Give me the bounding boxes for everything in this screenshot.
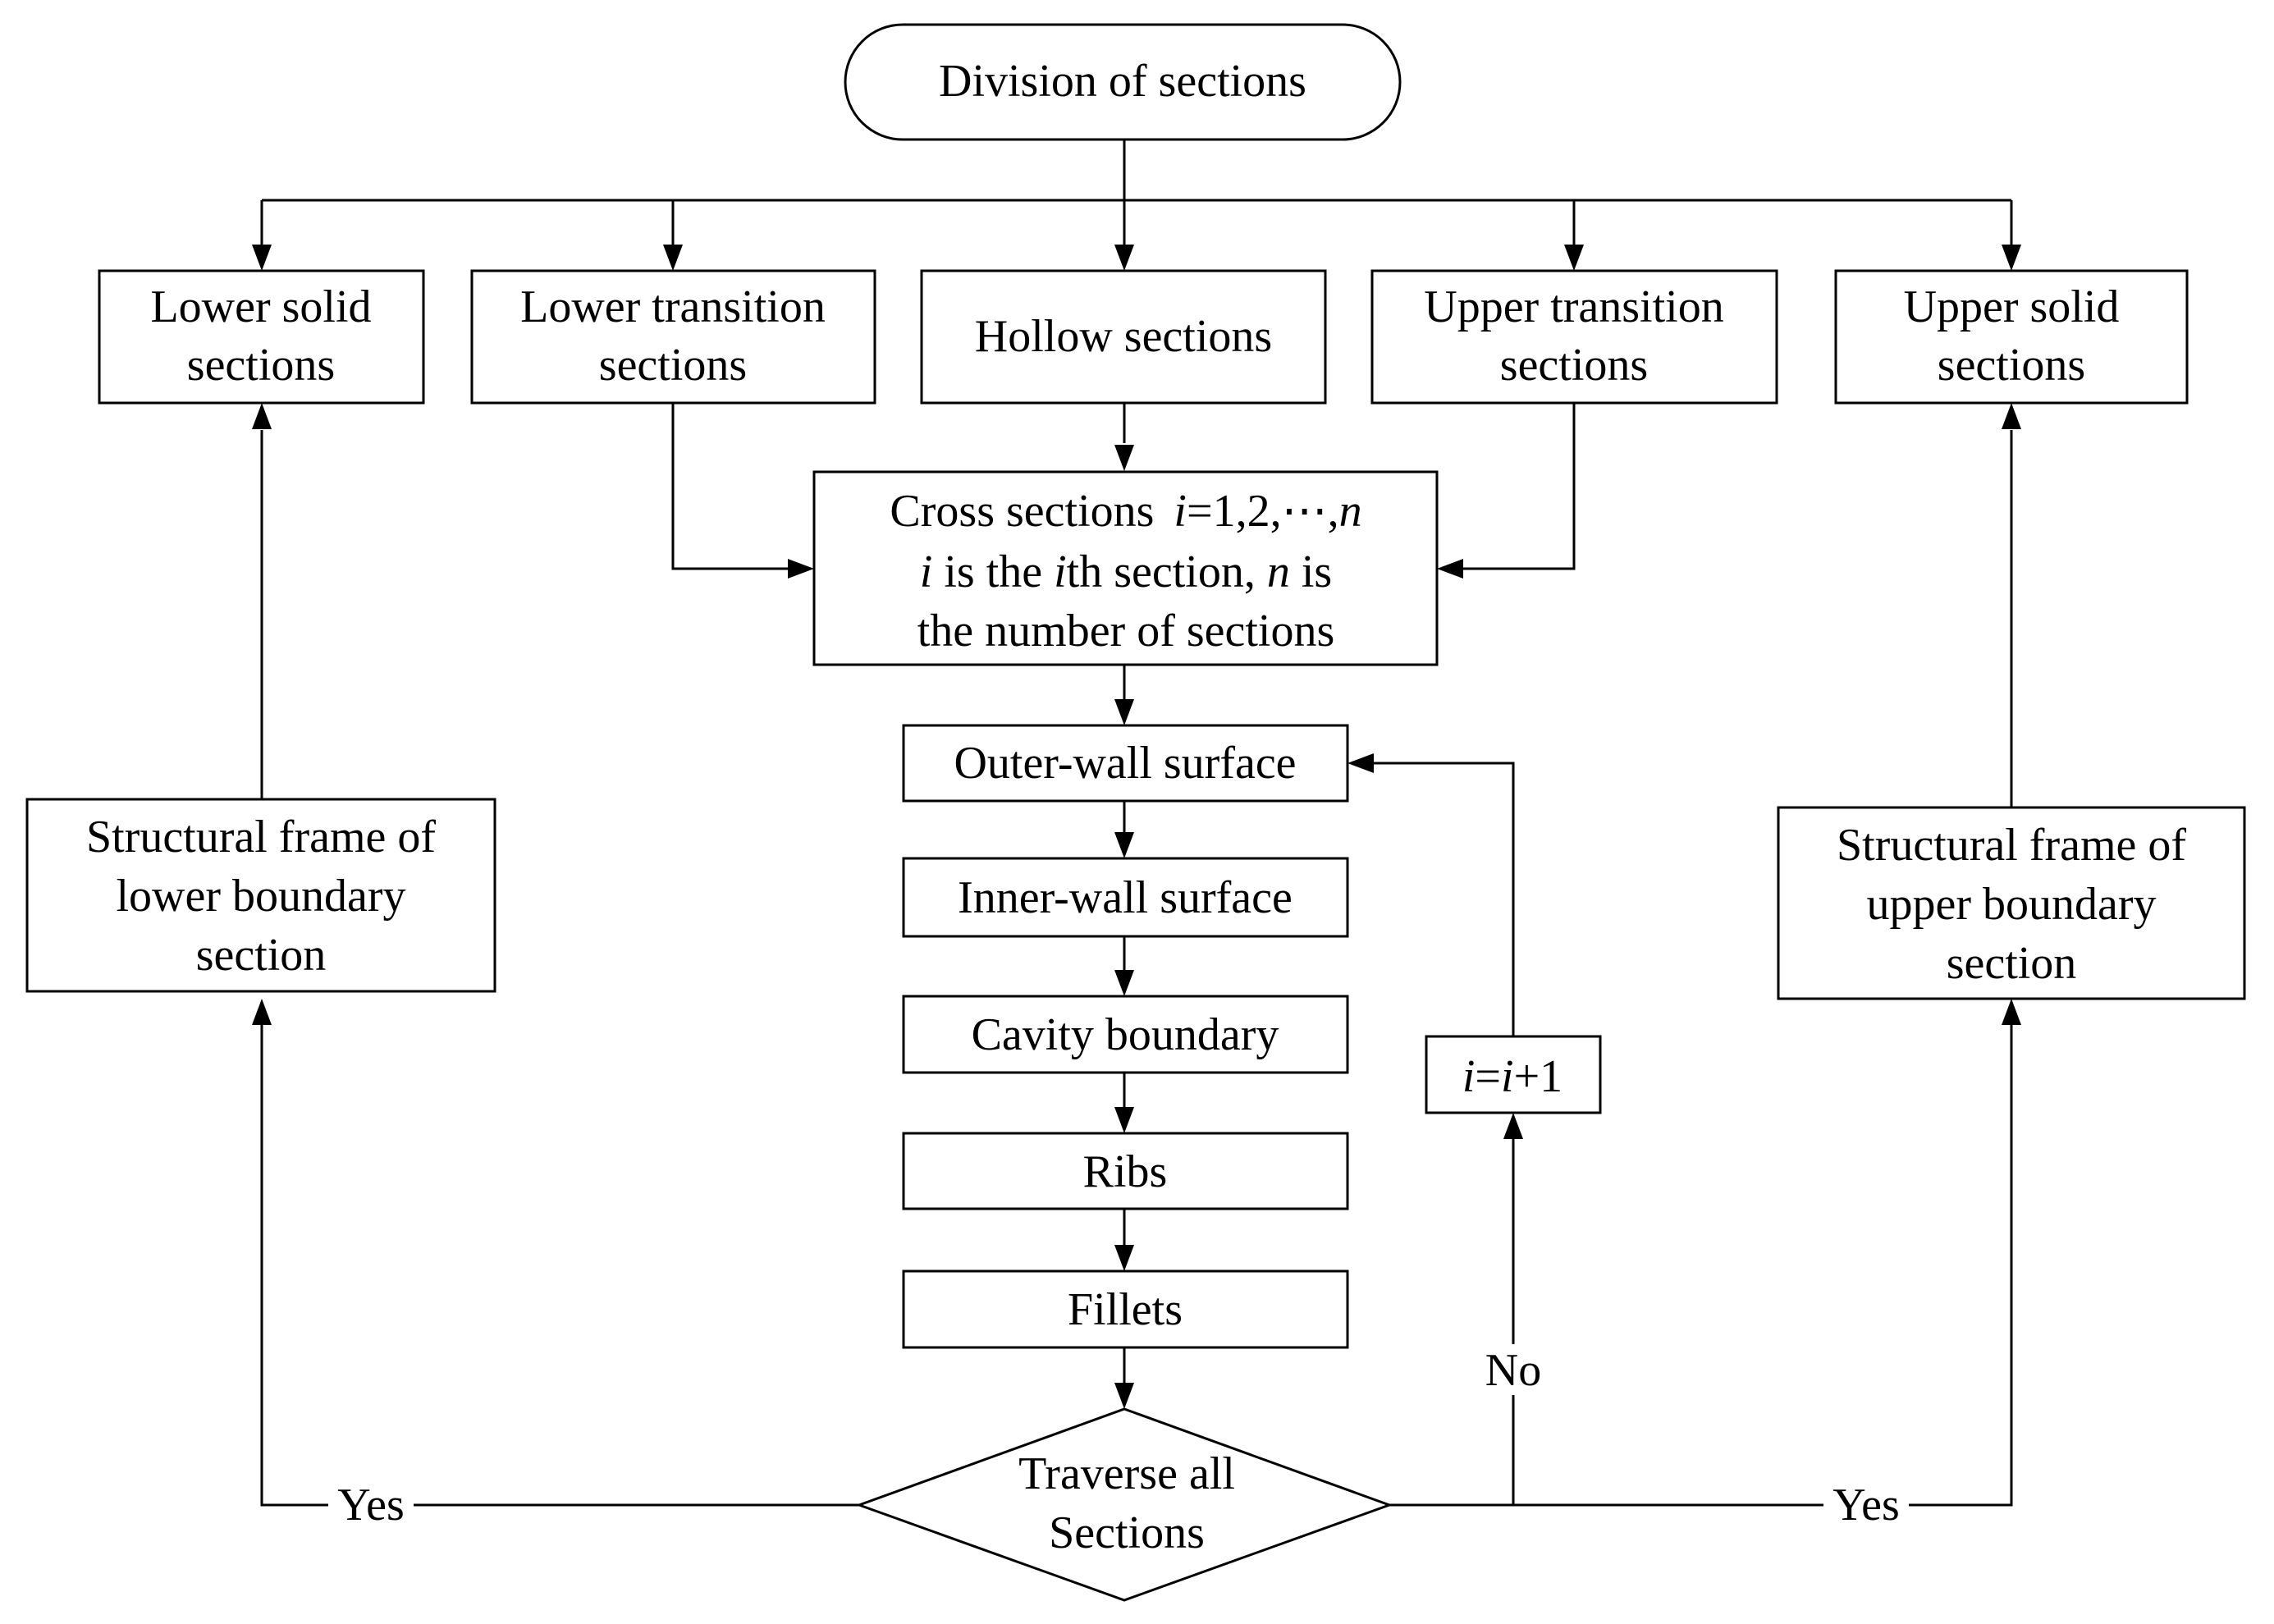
- node-label: Outer-wall surface: [954, 738, 1296, 789]
- arrowhead-cross-left: [788, 559, 814, 579]
- arrowhead-lower-solid-up: [252, 403, 272, 429]
- node-upper-solid-sections: Upper solid sections: [1834, 269, 2189, 405]
- node-fillets: Fillets: [902, 1269, 1349, 1349]
- node-label: i=i+1: [1462, 1051, 1563, 1102]
- node-label: Inner-wall surface: [958, 872, 1293, 923]
- arrowhead-upper-solid-up: [2002, 403, 2021, 429]
- node-label: Structural frame of: [86, 812, 436, 862]
- connectors: [260, 140, 2013, 1507]
- node-label: Cross sections i=1,2,⋯,n: [890, 486, 1361, 537]
- node-label: sections: [599, 340, 747, 391]
- increment-eq: =: [1475, 1051, 1501, 1102]
- node-traverse-all-sections: Traverse all Sections: [855, 1407, 1393, 1602]
- cross-line2-a: is the: [932, 547, 1054, 597]
- arrowhead-cross-right: [1437, 559, 1463, 579]
- arrowhead-cross-top: [1114, 445, 1134, 471]
- node-outer-wall-surface: Outer-wall surface: [902, 724, 1349, 803]
- arrowhead-lower-transition: [663, 245, 683, 271]
- node-upper-transition-sections: Upper transition sections: [1370, 269, 1778, 405]
- edge-yes-left: [260, 1023, 859, 1507]
- cross-line2-c: is: [1290, 547, 1332, 597]
- increment-var-b: i: [1501, 1051, 1514, 1102]
- node-label: sections: [1500, 340, 1648, 391]
- edge-label-yes-left: Yes: [328, 1480, 414, 1530]
- node-label: Lower transition: [520, 281, 826, 332]
- arrowhead-inner: [1114, 832, 1134, 858]
- cross-var-n: n: [1339, 486, 1362, 537]
- node-label: Cavity boundary: [972, 1009, 1279, 1060]
- edge-lower-transition-to-cross: [671, 403, 789, 570]
- arrowhead-upper-frame: [2002, 999, 2021, 1025]
- node-division-of-sections: Division of sections: [844, 23, 1402, 141]
- cross-line2-i: i: [920, 547, 933, 597]
- cross-line2-b: th section,: [1067, 547, 1267, 597]
- node-label: i is the ith section, n is: [920, 547, 1332, 597]
- yes-label: Yes: [1832, 1480, 1899, 1530]
- arrowhead-increment: [1503, 1113, 1523, 1139]
- edge-yes-right: [1513, 1023, 2013, 1507]
- cross-line2-n: n: [1267, 547, 1290, 597]
- node-label: Hollow sections: [975, 311, 1272, 362]
- node-hollow-sections: Hollow sections: [920, 269, 1327, 405]
- node-lower-solid-sections: Lower solid sections: [98, 269, 425, 405]
- arrowhead-traverse: [1114, 1383, 1134, 1409]
- node-label: sections: [187, 340, 335, 391]
- arrowheads: [252, 245, 2021, 1409]
- edge-upper-transition-to-cross: [1461, 403, 1576, 570]
- node-cavity-boundary: Cavity boundary: [902, 995, 1349, 1074]
- node-label: upper boundary: [1866, 879, 2156, 930]
- cross-line2-i2: i: [1054, 547, 1067, 597]
- edge-label-yes-right: Yes: [1823, 1480, 1909, 1530]
- no-label: No: [1485, 1345, 1541, 1396]
- node-ribs: Ribs: [902, 1132, 1349, 1210]
- increment-var-a: i: [1462, 1051, 1476, 1102]
- node-label: Structural frame of: [1837, 820, 2186, 871]
- node-label: Traverse all: [1018, 1448, 1235, 1499]
- node-label: section: [196, 930, 327, 981]
- cross-range: =1,2,⋯,: [1187, 486, 1339, 537]
- node-label: Upper transition: [1424, 281, 1723, 332]
- arrowhead-fillets: [1114, 1245, 1134, 1271]
- arrowhead-cavity: [1114, 970, 1134, 996]
- node-label: Fillets: [1068, 1284, 1183, 1335]
- node-label: Division of sections: [939, 56, 1306, 107]
- node-inner-wall-surface: Inner-wall surface: [902, 857, 1349, 938]
- node-upper-boundary-frame: Structural frame of upper boundary secti…: [1777, 806, 2246, 1000]
- arrowhead-hollow: [1114, 245, 1134, 271]
- node-label: lower boundary: [116, 871, 405, 922]
- increment-rest: +1: [1514, 1051, 1563, 1102]
- arrowhead-outer-loop: [1347, 753, 1374, 773]
- arrowhead-upper-solid: [2002, 245, 2021, 271]
- cross-var-i: i: [1174, 486, 1187, 537]
- node-label: Ribs: [1083, 1146, 1168, 1197]
- node-label: Lower solid: [150, 281, 371, 332]
- node-increment: i=i+1: [1425, 1035, 1602, 1114]
- arrowhead-upper-transition: [1564, 245, 1584, 271]
- edge-increment-to-outer: [1372, 762, 1515, 1036]
- node-label: the number of sections: [917, 606, 1335, 656]
- arrowhead-lower-frame: [252, 999, 272, 1025]
- node-label: Upper solid: [1904, 281, 2120, 332]
- node-lower-boundary-frame: Structural frame of lower boundary secti…: [25, 798, 496, 993]
- node-lower-transition-sections: Lower transition sections: [470, 269, 876, 405]
- arrowhead-lower-solid: [252, 245, 272, 271]
- edge-label-no: No: [1477, 1344, 1549, 1396]
- node-label: Sections: [1049, 1507, 1205, 1558]
- node-label: sections: [1938, 340, 2085, 391]
- node-label: section: [1947, 938, 2077, 989]
- yes-label: Yes: [337, 1480, 404, 1530]
- arrowhead-ribs: [1114, 1107, 1134, 1133]
- cross-label-prefix: Cross sections: [890, 486, 1154, 537]
- arrowhead-outer: [1114, 699, 1134, 725]
